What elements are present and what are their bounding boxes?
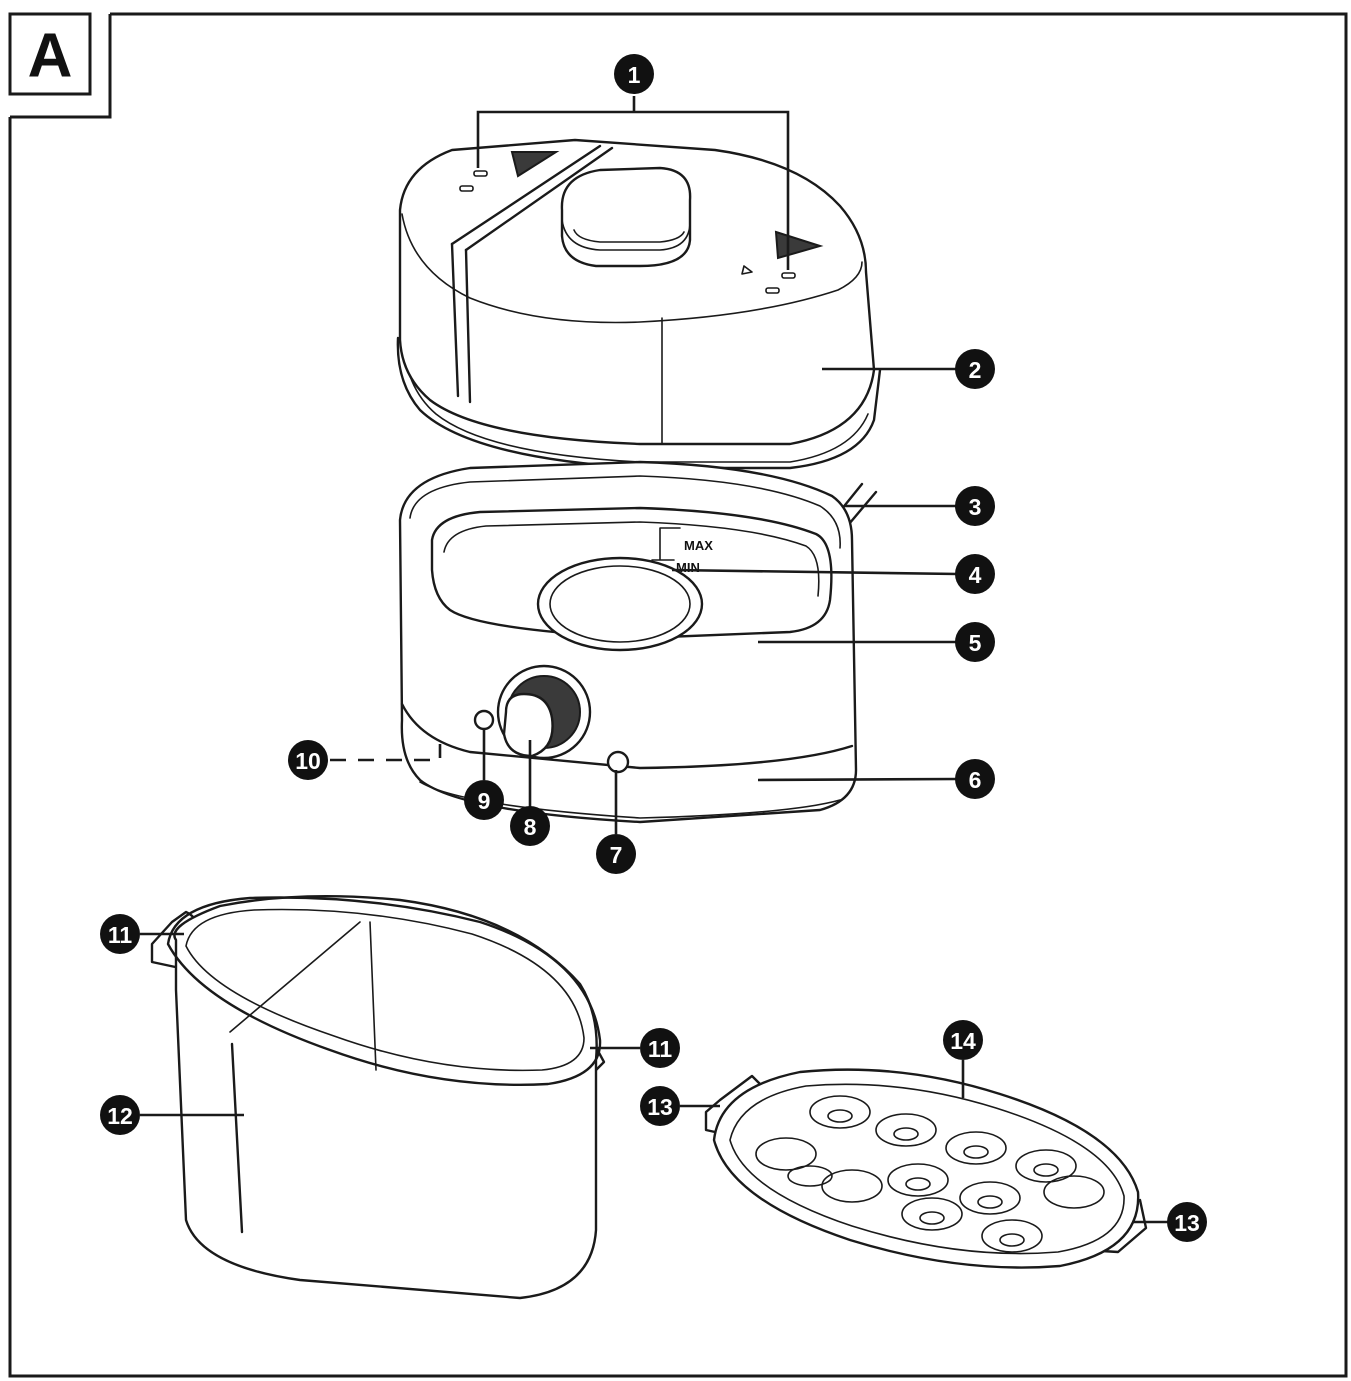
figure-letter: A bbox=[28, 22, 73, 91]
min-marking: MIN bbox=[676, 560, 700, 575]
pot-illustration bbox=[150, 894, 606, 1300]
svg-text:14: 14 bbox=[950, 1028, 976, 1054]
svg-text:1: 1 bbox=[628, 62, 641, 88]
callout-2: 2 bbox=[955, 349, 995, 389]
callout-10: 10 bbox=[288, 740, 328, 780]
callout-4: 4 bbox=[955, 554, 995, 594]
callout-3: 3 bbox=[955, 486, 995, 526]
lid-illustration bbox=[396, 138, 882, 470]
svg-text:7: 7 bbox=[610, 842, 623, 868]
svg-text:6: 6 bbox=[969, 767, 982, 793]
base-illustration: MAX MIN bbox=[398, 460, 878, 824]
svg-text:4: 4 bbox=[969, 562, 982, 588]
callout-12: 12 bbox=[100, 1095, 140, 1135]
callout-7: 7 bbox=[596, 834, 636, 874]
svg-text:8: 8 bbox=[524, 814, 537, 840]
callout-9: 9 bbox=[464, 780, 504, 820]
max-marking: MAX bbox=[684, 538, 713, 553]
svg-text:13: 13 bbox=[647, 1094, 673, 1120]
egg-tray-illustration bbox=[704, 1068, 1148, 1269]
svg-text:11: 11 bbox=[648, 1036, 673, 1062]
callout-5: 5 bbox=[955, 622, 995, 662]
callout-14: 14 bbox=[943, 1020, 983, 1060]
svg-text:11: 11 bbox=[108, 922, 133, 948]
svg-text:12: 12 bbox=[107, 1103, 133, 1129]
callout-13-right: 13 bbox=[1167, 1202, 1207, 1242]
callout-11-right: 11 bbox=[640, 1028, 680, 1068]
svg-text:3: 3 bbox=[969, 494, 982, 520]
svg-text:13: 13 bbox=[1174, 1210, 1200, 1236]
callout-6: 6 bbox=[955, 759, 995, 799]
callout-1: 1 bbox=[614, 54, 654, 94]
callout-8: 8 bbox=[510, 806, 550, 846]
callout-13-left: 13 bbox=[640, 1086, 680, 1126]
svg-text:9: 9 bbox=[478, 788, 491, 814]
figure-frame: A bbox=[8, 12, 1348, 1378]
svg-text:5: 5 bbox=[969, 630, 982, 656]
svg-text:2: 2 bbox=[969, 357, 982, 383]
leader-lines bbox=[140, 96, 1168, 1224]
svg-text:10: 10 bbox=[295, 748, 321, 774]
callout-11-left: 11 bbox=[100, 914, 140, 954]
